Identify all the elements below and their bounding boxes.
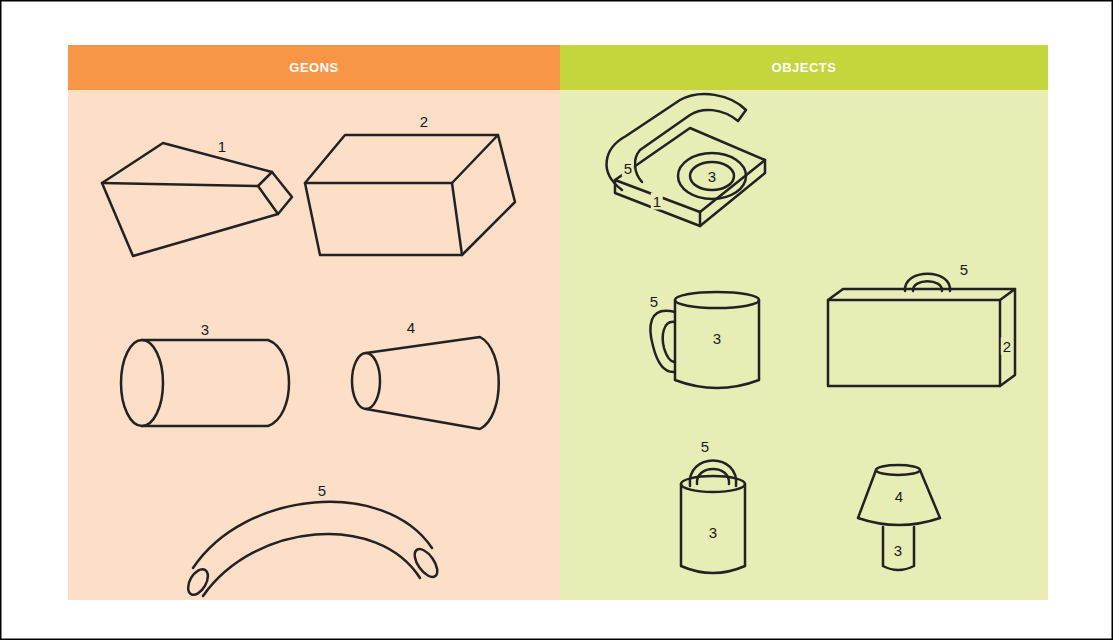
callout-number: 1 — [216, 138, 228, 155]
panel-heading: OBJECTS — [772, 60, 837, 75]
header-band: GEONS — [68, 45, 560, 90]
telephone-object — [607, 94, 765, 226]
callout-number: 3 — [711, 330, 723, 347]
callout-number: 3 — [892, 542, 904, 559]
callout-number: 3 — [707, 524, 719, 541]
callout-number: 5 — [958, 261, 970, 278]
callout-number: 3 — [706, 168, 718, 185]
bucket-object — [681, 461, 745, 574]
callout-number: 3 — [199, 321, 211, 338]
suitcase-object — [828, 274, 1015, 386]
callout-number: 4 — [893, 488, 905, 505]
callout-number: 5 — [699, 438, 711, 455]
cone-geon — [352, 337, 499, 429]
panel-heading: GEONS — [289, 60, 338, 75]
cylinder-geon — [121, 340, 289, 426]
callout-number: 1 — [651, 193, 663, 210]
lamp-object — [858, 465, 940, 570]
header-band: OBJECTS — [560, 45, 1048, 90]
tube-geon — [184, 502, 442, 598]
callout-number: 2 — [1001, 338, 1013, 355]
mug-object — [650, 292, 759, 388]
callout-number: 5 — [316, 482, 328, 499]
objects-panel — [560, 90, 1048, 600]
brick-geon — [305, 135, 515, 255]
callout-number: 2 — [418, 113, 430, 130]
callout-number: 4 — [405, 319, 417, 336]
callout-number: 5 — [622, 160, 634, 177]
geons-panel — [68, 90, 560, 600]
callout-number: 5 — [648, 293, 660, 310]
wedge-geon — [102, 143, 292, 256]
